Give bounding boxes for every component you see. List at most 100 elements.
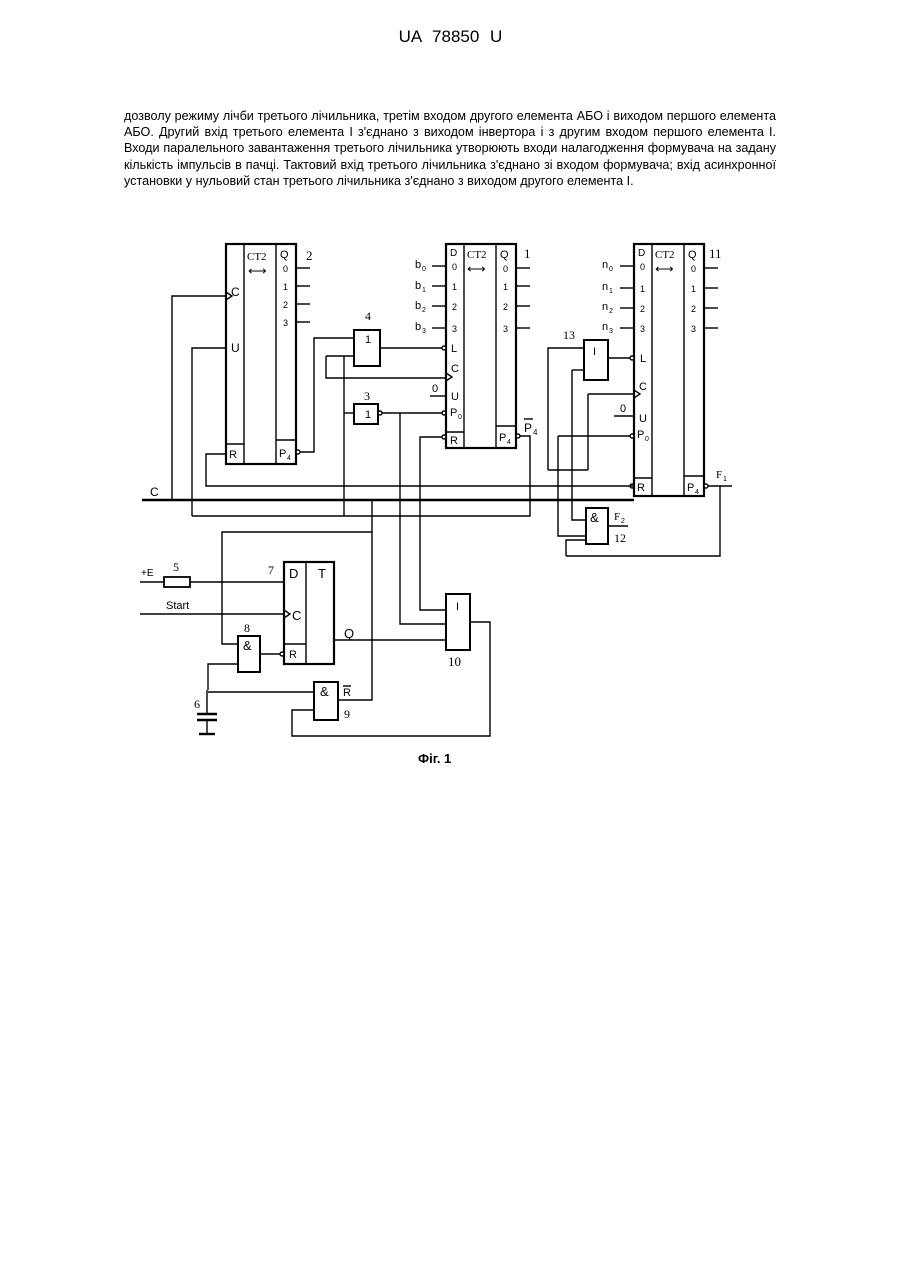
svg-text:0: 0 [422,266,426,273]
gate-12-symbol: & [590,510,599,525]
svg-text:b: b [415,280,421,292]
svg-text:0: 0 [620,403,626,415]
trigger-t-label: T [318,566,326,581]
gate-8-symbol: & [243,638,252,653]
q-label-2: Q [280,249,289,261]
svg-text:2: 2 [609,308,613,315]
gate-10-symbol: I [456,601,459,613]
svg-text:C: C [639,381,647,393]
svg-text:Q: Q [500,249,509,261]
label-10: 10 [448,654,461,669]
svg-text:1: 1 [452,282,457,292]
svg-text:3: 3 [422,328,426,335]
svg-text:U: U [451,391,459,403]
svg-text:n: n [602,281,608,293]
svg-text:2: 2 [422,307,426,314]
figure-caption: Фіг. 1 [418,751,451,766]
svg-text:0: 0 [283,264,288,274]
svg-text:C: C [231,285,240,299]
gate-3-symbol: 1 [365,409,371,421]
svg-text:0: 0 [432,383,438,395]
svg-text:P: P [637,429,644,441]
plus-e-label: +E [141,568,154,579]
ct2-label-11: CT2 [655,249,675,261]
svg-text:C: C [451,363,459,375]
f1-label: F [716,469,722,481]
svg-text:2: 2 [691,304,696,314]
svg-text:2: 2 [503,302,508,312]
svg-text:4: 4 [533,428,538,437]
svg-text:R: R [637,482,645,494]
svg-text:0: 0 [458,414,462,421]
svg-text:3: 3 [503,324,508,334]
svg-text:b: b [415,259,421,271]
svg-text:P: P [279,448,286,460]
label-1: 1 [524,246,531,261]
svg-text:0: 0 [452,262,457,272]
svg-text:0: 0 [609,266,613,273]
label-7: 7 [268,563,274,577]
gate-4-symbol: 1 [365,334,371,346]
svg-text:2: 2 [640,304,645,314]
svg-text:1: 1 [640,284,645,294]
svg-text:P: P [499,432,506,444]
gate-13-symbol: I [593,346,596,358]
ct2-label-2: CT2 [247,251,267,263]
svg-text:b: b [415,300,421,312]
svg-text:L: L [451,343,457,355]
svg-text:0: 0 [645,436,649,443]
svg-text:D: D [638,248,645,259]
gate-9-symbol: & [320,684,329,699]
wiring [172,296,732,736]
svg-text:n: n [602,321,608,333]
svg-text:1: 1 [503,282,508,292]
svg-text:C: C [292,608,301,623]
label-3: 3 [364,389,370,403]
label-4: 4 [365,309,371,323]
f2-label: F [614,511,620,523]
svg-text:U: U [639,413,647,425]
svg-text:b: b [415,321,421,333]
svg-text:1: 1 [691,284,696,294]
svg-text:2: 2 [452,302,457,312]
svg-text:0: 0 [691,264,696,274]
svg-text:4: 4 [507,439,511,446]
svg-text:⟷: ⟷ [655,261,674,276]
label-13: 13 [563,328,575,342]
label-9: 9 [344,707,350,721]
label-5: 5 [173,560,179,574]
label-12: 12 [614,531,626,545]
svg-text:0: 0 [503,264,508,274]
svg-text:R: R [450,435,458,447]
label-11: 11 [709,246,722,261]
svg-text:4: 4 [695,489,699,496]
label-8: 8 [244,621,250,635]
svg-text:R: R [289,649,297,661]
svg-text:4: 4 [287,455,291,462]
svg-text:P: P [450,407,457,419]
counter-11 [620,244,718,496]
svg-text:3: 3 [640,324,645,334]
svg-text:1: 1 [609,288,613,295]
start-label: Start [166,600,189,612]
c-bus-label: C [150,485,159,499]
svg-text:2: 2 [283,300,288,310]
p4-bar-label: P [524,421,532,435]
svg-text:0: 0 [640,262,645,272]
arrow-2: ⟷ [248,263,267,278]
svg-text:1: 1 [723,476,727,483]
r-bar-label: R [343,687,351,699]
svg-text:2: 2 [621,518,625,525]
svg-text:1: 1 [422,287,426,294]
svg-text:D: D [450,248,457,259]
svg-text:L: L [640,353,646,365]
label-6: 6 [194,697,200,711]
svg-text:R: R [229,449,237,461]
ct2-label-1: CT2 [467,249,487,261]
label-2: 2 [306,248,313,263]
svg-text:Q: Q [688,249,697,261]
trigger-q-label: Q [344,626,354,641]
svg-text:⟷: ⟷ [467,261,486,276]
svg-text:1: 1 [283,282,288,292]
